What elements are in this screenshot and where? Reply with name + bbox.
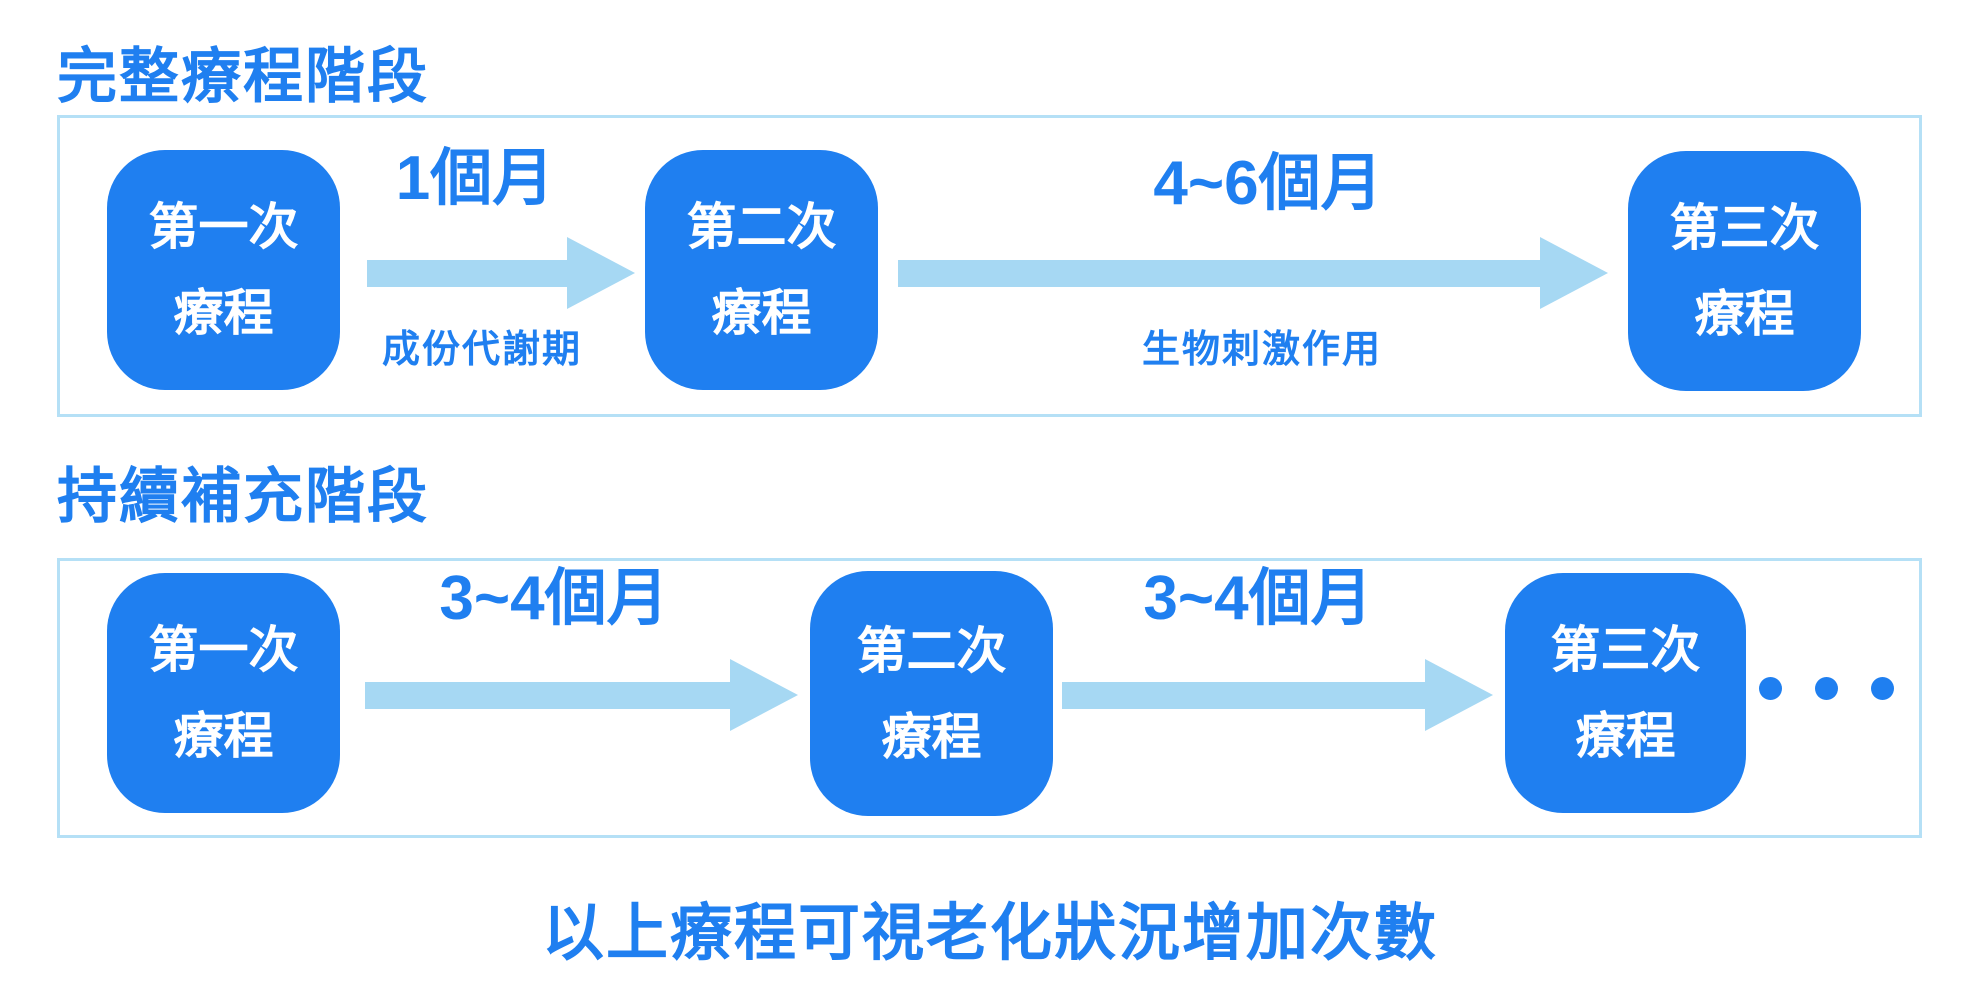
step-label-line2: 療程	[881, 708, 982, 765]
interval-label: 3~4個月	[1143, 564, 1373, 633]
section1-step3-box: 第三次 療程	[1628, 151, 1861, 391]
arrow-head	[1540, 237, 1608, 309]
step-label-line2: 療程	[173, 285, 274, 341]
arrow-head	[730, 659, 798, 731]
ellipsis-icon	[1759, 677, 1894, 700]
arrow-right-icon	[1062, 659, 1493, 731]
arrow-shaft	[365, 682, 732, 709]
section1-step1-box: 第一次 療程	[107, 150, 340, 390]
interval-label: 4~6個月	[1153, 149, 1383, 218]
arrow-shaft	[1062, 682, 1427, 709]
arrow-shaft	[898, 260, 1542, 287]
section2-title: 持續補充階段	[57, 463, 429, 530]
section2-step3-box: 第三次 療程	[1505, 573, 1746, 813]
arrow-right-icon	[365, 659, 798, 731]
section2-step1-box: 第一次 療程	[107, 573, 340, 813]
arrow-right-icon	[367, 237, 635, 309]
section1-title: 完整療程階段	[57, 43, 429, 110]
step-label-line2: 療程	[1694, 286, 1795, 342]
step-label-line1: 第一次	[148, 622, 299, 678]
step-label-line2: 療程	[711, 285, 812, 341]
step-label-line2: 療程	[173, 708, 274, 764]
section2-step2-box: 第二次 療程	[810, 571, 1053, 816]
arrow-head	[567, 237, 635, 309]
step-label-line1: 第三次	[1669, 200, 1820, 256]
step-label-line1: 第一次	[148, 199, 299, 255]
interval-sublabel: 生物刺激作用	[1141, 329, 1383, 371]
interval-label: 1個月	[395, 144, 555, 213]
step-label-line2: 療程	[1575, 708, 1676, 764]
step-label-line1: 第二次	[686, 199, 837, 255]
arrow-shaft	[367, 260, 569, 287]
interval-label: 3~4個月	[439, 564, 669, 633]
footer-note: 以上療程可視老化狀況增加次數	[541, 899, 1438, 968]
step-label-line1: 第三次	[1550, 622, 1701, 678]
arrow-head	[1425, 659, 1493, 731]
ellipsis-dot	[1871, 677, 1894, 700]
section1-step2-box: 第二次 療程	[645, 150, 878, 390]
ellipsis-dot	[1759, 677, 1782, 700]
arrow-right-icon	[898, 237, 1608, 309]
interval-sublabel: 成份代謝期	[381, 329, 583, 371]
step-label-line1: 第二次	[856, 622, 1007, 679]
ellipsis-dot	[1815, 677, 1838, 700]
